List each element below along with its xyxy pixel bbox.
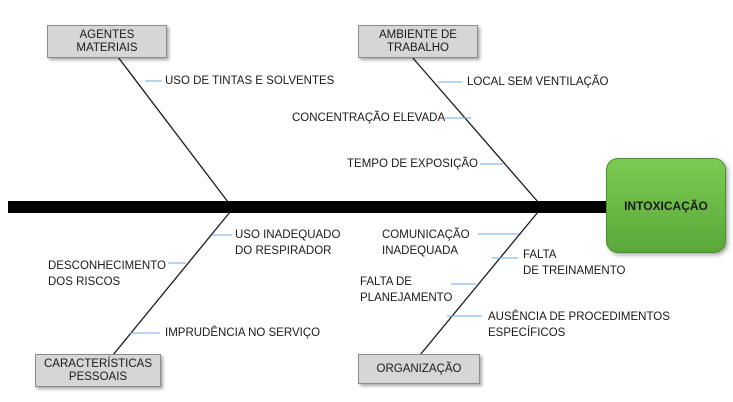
cause-text-l2: DO RESPIRADOR [235,245,332,257]
cause-uso-de-tintas: USO DE TINTAS E SOLVENTES [165,73,334,89]
cause-comunicacao-inadequada: COMUNICAÇÃO INADEQUADA [382,227,470,259]
cause-text: LOCAL SEM VENTILAÇÃO [467,76,609,88]
cause-imprudencia-no-servico: IMPRUDÊNCIA NO SERVIÇO [165,325,320,341]
category-label-l2: PESSOAIS [68,370,128,383]
cause-text-l1: AUSÊNCIA DE PROCEDIMENTOS [488,311,670,323]
cause-text: TEMPO DE EXPOSIÇÃO [347,158,478,170]
category-label-l1: CARACTERÍSTICAS [44,357,152,370]
category-label-l1: AMBIENTE DE [379,28,457,41]
cause-falta-de-treinamento: FALTA DE TREINAMENTO [523,247,625,279]
cause-ausencia-de-procedimentos: AUSÊNCIA DE PROCEDIMENTOS ESPECÍFICOS [488,309,670,341]
category-organizacao: ORGANIZAÇÃO [358,354,480,384]
cause-text-l1: COMUNICAÇÃO [382,229,470,241]
bone-ambiente [411,56,539,203]
connectors [130,80,519,334]
cause-desconhecimento-riscos: DESCONHECIMENTO DOS RISCOS [48,258,166,290]
category-label-l1: AGENTES [79,28,135,41]
cause-text-l2: DE TREINAMENTO [523,265,626,277]
effect-box: INTOXICAÇÃO [606,158,726,253]
cause-text: USO DE TINTAS E SOLVENTES [165,75,335,87]
cause-text-l1: DESCONHECIMENTO [48,260,166,272]
spine [8,201,608,213]
bone-caracteristicas [112,211,231,356]
cause-falta-de-planejamento: FALTA DE PLANEJAMENTO [360,274,452,306]
cause-text-l1: FALTA DE [360,276,412,288]
effect-label: INTOXICAÇÃO [624,198,708,213]
bone-organizacao [419,211,539,356]
cause-text: CONCENTRAÇÃO ELEVADA [292,112,446,124]
cause-text-l2: PLANEJAMENTO [360,292,453,304]
cause-concentracao-elevada: CONCENTRAÇÃO ELEVADA [292,110,445,126]
cause-uso-inadequado-respirador: USO INADEQUADO DO RESPIRADOR [235,227,340,259]
cause-local-sem-ventilacao: LOCAL SEM VENTILAÇÃO [467,74,608,90]
category-label: ORGANIZAÇÃO [376,362,462,375]
category-label-l2: MATERIAIS [76,41,138,54]
bone-agentes [117,56,229,203]
category-label-l2: TRABALHO [387,41,449,54]
cause-text: IMPRUDÊNCIA NO SERVIÇO [165,327,321,339]
cause-text-l1: USO INADEQUADO [235,229,341,241]
cause-text-l2: ESPECÍFICOS [488,327,566,339]
cause-text-l2: DOS RISCOS [48,276,121,288]
cause-text-l1: FALTA [523,249,557,261]
cause-tempo-de-exposicao: TEMPO DE EXPOSIÇÃO [347,156,478,172]
cause-text-l2: INADEQUADA [382,245,459,257]
